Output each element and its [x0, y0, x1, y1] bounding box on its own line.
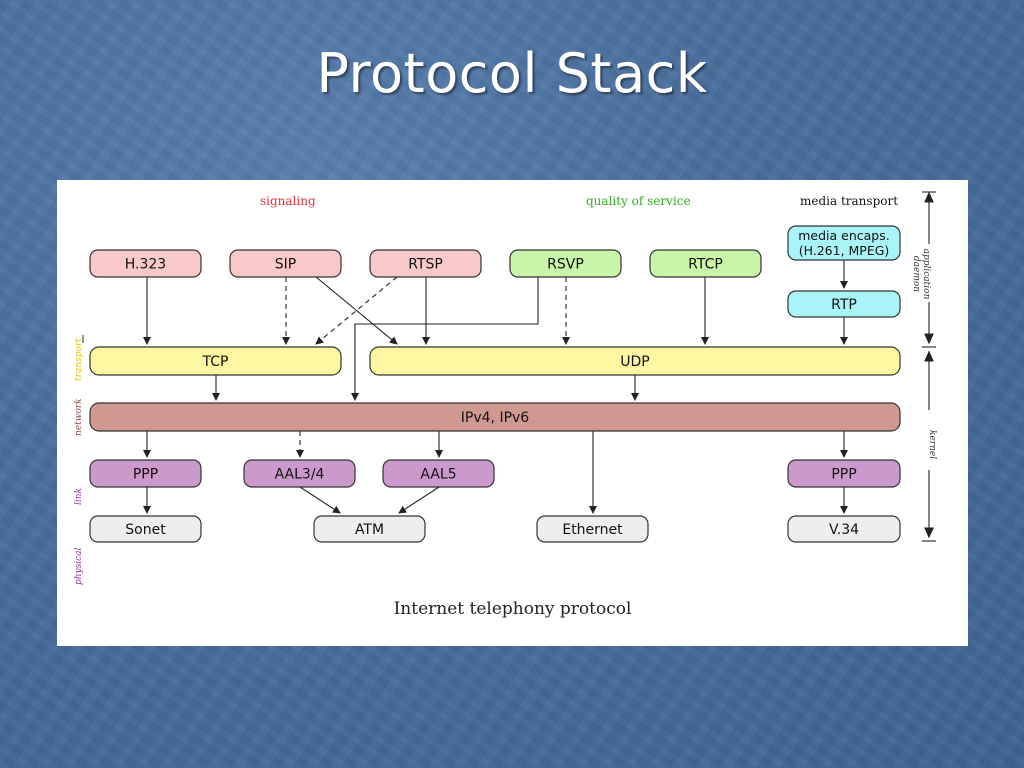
node-ethernet-label: Ethernet	[562, 522, 623, 538]
node-sonet: Sonet	[89, 515, 202, 543]
node-ppp-right-label: PPP	[831, 467, 856, 483]
node-sonet-label: Sonet	[125, 522, 166, 538]
node-sip: SIP	[229, 249, 342, 278]
node-rtp-label: RTP	[831, 297, 857, 313]
node-aal5: AAL5	[382, 459, 495, 488]
layer-label-physical: physical	[74, 547, 84, 585]
node-aal34-label: AAL3/4	[275, 467, 325, 483]
node-ip: IPv4, IPv6	[89, 402, 901, 432]
node-aal5-label: AAL5	[420, 467, 456, 483]
diagram-canvas: H.323 SIP RTSP RSVP RTCP media encaps. (…	[82, 191, 936, 543]
layer-label-kernel: kernel	[927, 430, 937, 460]
arrow-rsvp-ip	[351, 277, 539, 401]
node-media-encaps-line1: media encaps.	[798, 228, 889, 243]
arrow-aal34-atm	[299, 486, 341, 514]
node-h323: H.323	[89, 249, 202, 278]
slide-title: Protocol Stack	[316, 42, 708, 105]
category-signaling: signaling	[260, 194, 316, 208]
node-tcp-label: TCP	[202, 354, 229, 370]
node-aal34: AAL3/4	[243, 459, 356, 488]
figure-caption: Internet telephony protocol	[393, 599, 632, 619]
node-udp: UDP	[369, 346, 901, 376]
layer-label-application-daemon: application daemon	[911, 248, 931, 300]
connector-lines	[143, 260, 848, 514]
arrow-sip-udp	[315, 276, 398, 345]
node-ppp-right: PPP	[787, 459, 901, 488]
node-atm-label: ATM	[355, 522, 384, 538]
category-media-transport: media transport	[800, 194, 899, 208]
node-media-encaps-line2: (H.261, MPEG)	[799, 243, 890, 258]
node-udp-label: UDP	[620, 354, 649, 370]
node-v34: V.34	[787, 515, 901, 543]
node-h323-label: H.323	[125, 257, 166, 273]
layer-label-network: network	[74, 398, 84, 436]
category-qos: quality of service	[586, 194, 691, 208]
arrow-aal5-atm	[398, 486, 440, 514]
node-atm: ATM	[313, 515, 426, 543]
layer-label-transport: transport	[74, 338, 84, 381]
node-ppp-left: PPP	[89, 459, 202, 488]
node-rtcp: RTCP	[649, 249, 762, 278]
node-ethernet: Ethernet	[536, 515, 649, 543]
node-tcp: TCP	[89, 346, 342, 376]
node-v34-label: V.34	[829, 522, 859, 538]
node-rsvp: RSVP	[509, 249, 622, 278]
node-rtsp: RTSP	[369, 249, 482, 278]
node-rtsp-label: RTSP	[408, 257, 443, 273]
node-rtp: RTP	[787, 290, 901, 318]
node-ppp-left-label: PPP	[133, 467, 158, 483]
protocol-diagram: H.323 SIP RTSP RSVP RTCP media encaps. (…	[57, 180, 968, 646]
layer-label-link: link	[74, 487, 84, 505]
node-rtcp-label: RTCP	[688, 257, 723, 273]
node-sip-label: SIP	[275, 257, 296, 273]
node-rsvp-label: RSVP	[547, 257, 584, 273]
layer-bracket	[922, 191, 936, 542]
node-ip-label: IPv4, IPv6	[461, 410, 530, 426]
node-media-encaps: media encaps. (H.261, MPEG)	[787, 225, 901, 261]
